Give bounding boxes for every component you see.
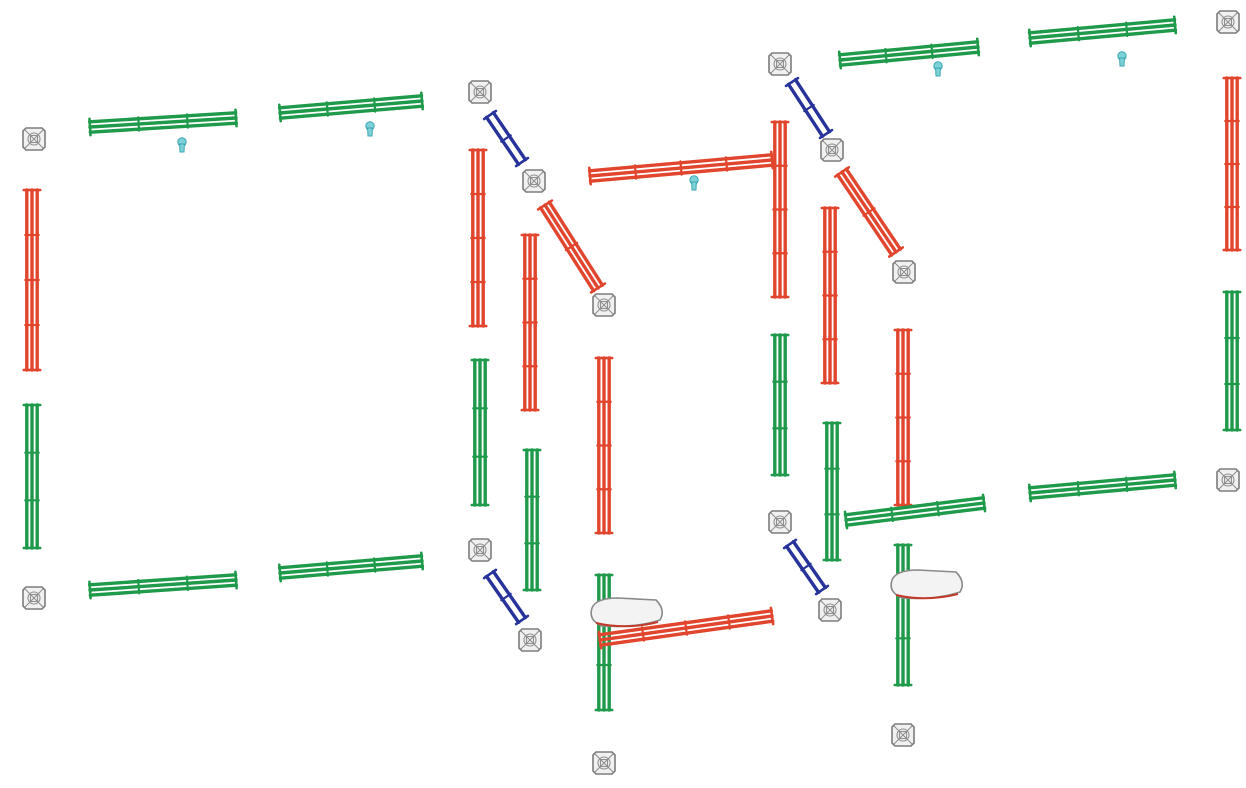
green-truss-mid-vertical-2 [522, 448, 542, 592]
corner-block-icon [768, 510, 792, 534]
base-plate-icon [590, 597, 664, 628]
green-truss-bottom-right-2 [1027, 470, 1178, 503]
corner-block-icon [522, 169, 546, 193]
red-truss-mid-vertical-1 [468, 148, 488, 328]
blue-truss-lower-left [482, 568, 530, 626]
red-truss-mid-vertical-3 [594, 356, 614, 535]
corner-block-icon [22, 586, 46, 610]
corner-block-icon [818, 598, 842, 622]
green-truss-right-vertical-4 [893, 543, 913, 687]
red-truss-diagonal-left [536, 199, 607, 294]
red-truss-right-vertical-3 [893, 328, 913, 507]
red-truss-right-vertical-1 [770, 120, 790, 299]
green-truss-right-vertical-2 [822, 421, 842, 562]
clamp-icon [365, 121, 375, 137]
green-truss-mid-vertical-4 [594, 573, 614, 712]
red-truss-left-vertical [22, 188, 42, 372]
corner-block-icon [820, 138, 844, 162]
corner-block-icon [468, 80, 492, 104]
green-truss-bottom-left-1 [87, 570, 239, 600]
green-truss-mid-vertical-1 [470, 358, 490, 507]
green-truss-left-vertical-lower [22, 403, 42, 550]
corner-block-icon [518, 628, 542, 652]
red-truss-right-vertical-2 [820, 206, 840, 385]
green-truss-bottom-right-1 [843, 493, 987, 530]
green-truss-top-right-1 [837, 37, 981, 70]
corner-block-icon [22, 127, 46, 151]
green-truss-top-left-2 [277, 91, 425, 123]
red-truss-diagonal-right [833, 166, 905, 258]
corner-block-icon [768, 52, 792, 76]
blue-truss-upper-right [784, 76, 834, 140]
blue-truss-lower-right [782, 538, 830, 596]
clamp-icon [933, 61, 943, 77]
green-truss-top-left-1 [87, 108, 239, 137]
corner-block-icon [892, 260, 916, 284]
green-truss-top-right-2 [1027, 15, 1178, 48]
green-truss-far-right-vertical [1222, 290, 1242, 432]
clamp-icon [689, 175, 699, 191]
green-truss-right-vertical-1 [770, 333, 790, 477]
green-truss-bottom-left-2 [277, 551, 425, 583]
corner-block-icon [592, 293, 616, 317]
red-truss-bottom-middle [597, 606, 775, 650]
red-truss-top-middle [587, 150, 775, 186]
red-truss-mid-vertical-2 [520, 233, 540, 412]
corner-block-icon [891, 723, 915, 747]
corner-block-icon [1216, 468, 1240, 492]
base-plate-icon [890, 569, 964, 600]
clamp-icon [1117, 51, 1127, 67]
red-truss-far-right-vertical [1222, 76, 1242, 252]
corner-block-icon [592, 751, 616, 775]
blue-truss-upper-left [482, 109, 530, 168]
clamp-icon [177, 137, 187, 153]
corner-block-icon [1216, 10, 1240, 34]
corner-block-icon [468, 538, 492, 562]
